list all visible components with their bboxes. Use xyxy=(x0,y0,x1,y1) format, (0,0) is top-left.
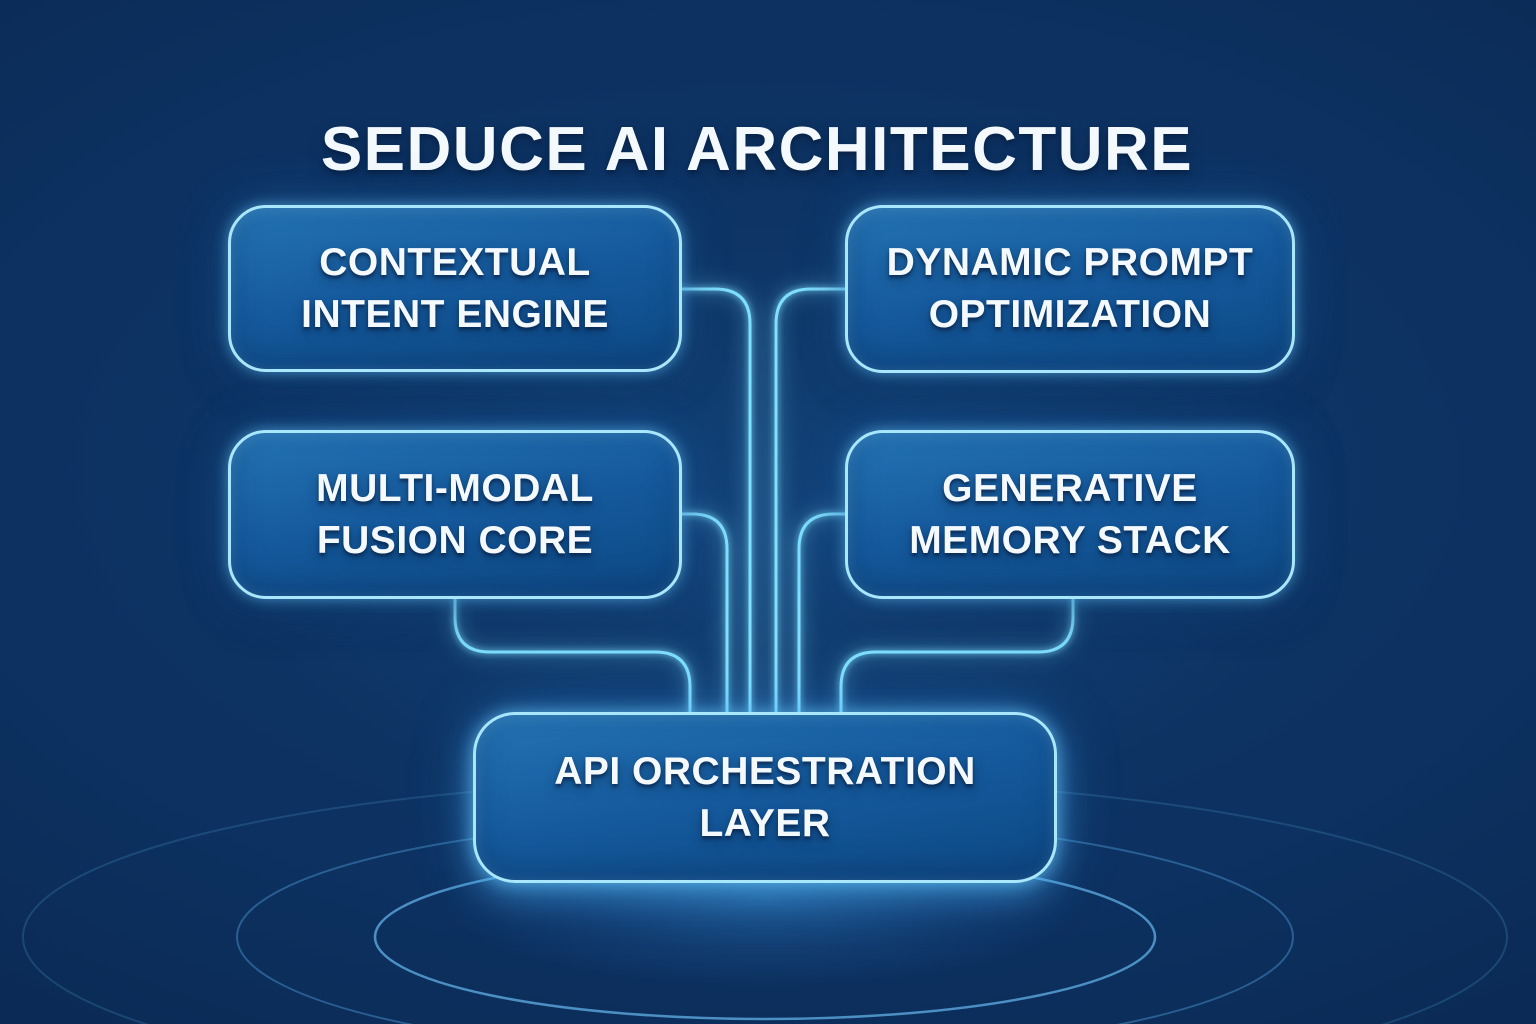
connector-contextual-intent-engine-right xyxy=(680,287,752,714)
node-label: MULTI-MODAL FUSION CORE xyxy=(316,466,594,562)
node-generative-memory-stack: GENERATIVE MEMORY STACK xyxy=(845,430,1295,599)
connector-generative-memory-stack-left xyxy=(797,512,847,714)
node-api-orchestration-layer: API ORCHESTRATION LAYER xyxy=(473,712,1057,883)
page-title: SEDUCE AI ARCHITECTURE xyxy=(320,114,1194,184)
node-multi-modal-fusion-core: MULTI-MODAL FUSION CORE xyxy=(228,430,682,599)
node-dynamic-prompt-optimization: DYNAMIC PROMPT OPTIMIZATION xyxy=(845,205,1295,373)
connector-dynamic-prompt-optimization-left xyxy=(774,287,847,714)
connector-generative-memory-stack-bottom xyxy=(839,597,1075,714)
node-label: DYNAMIC PROMPT OPTIMIZATION xyxy=(886,241,1254,336)
connector-multi-modal-fusion-core-right xyxy=(680,512,729,714)
connector-multi-modal-fusion-core-bottom xyxy=(453,597,692,714)
node-label: GENERATIVE MEMORY STACK xyxy=(909,466,1231,562)
node-label: CONTEXTUAL INTENT ENGINE xyxy=(301,240,609,336)
node-label: API ORCHESTRATION LAYER xyxy=(554,749,976,845)
node-contextual-intent-engine: CONTEXTUAL INTENT ENGINE xyxy=(228,205,682,372)
